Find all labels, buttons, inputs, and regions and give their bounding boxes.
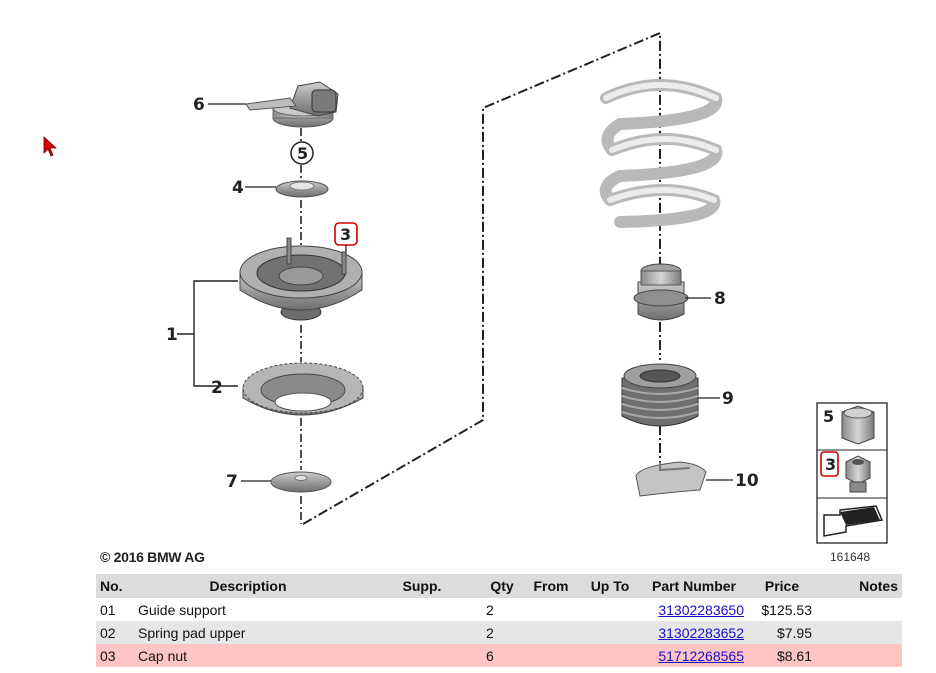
row-no: 01 (96, 598, 134, 621)
mouse-pointer-icon (43, 136, 58, 157)
col-header-up-to: Up To (580, 574, 640, 598)
legend-callout-5: 5 (823, 407, 834, 426)
part-number-link[interactable]: 31302283650 (658, 601, 744, 618)
callout-8: 8 (714, 289, 726, 309)
row-description: Spring pad upper (134, 621, 362, 644)
col-header-part-number: Part Number (640, 574, 748, 598)
col-header-notes: Notes (816, 574, 902, 598)
callout-7: 7 (226, 472, 238, 492)
callout-10: 10 (735, 471, 759, 491)
row-qty: 6 (482, 644, 522, 667)
row-description: Guide support (134, 598, 362, 621)
col-header-qty: Qty (482, 574, 522, 598)
row-notes (816, 598, 902, 621)
part-6-sensor-cap (245, 81, 339, 128)
part-10-spring-pad-lower (635, 461, 707, 497)
row-from (522, 598, 580, 621)
row-no: 03 (96, 644, 134, 667)
row-qty: 2 (482, 621, 522, 644)
callout-1: 1 (166, 325, 178, 345)
parts-diagram: 6 5 4 3 1 2 7 (43, 8, 902, 544)
callout-9: 9 (722, 389, 734, 409)
callout-4: 4 (232, 178, 244, 198)
diagram-number: 161648 (830, 550, 871, 564)
col-header-supp: Supp. (362, 574, 482, 598)
dash-divider-line (302, 31, 661, 525)
row-from (522, 621, 580, 644)
part-4-washer (275, 180, 329, 198)
callout-2: 2 (211, 378, 223, 398)
row-from (522, 644, 580, 667)
part-number-link[interactable]: 31302283652 (658, 624, 744, 641)
part-7-washer (270, 471, 332, 493)
row-supp (362, 644, 482, 667)
col-header-from: From (522, 574, 580, 598)
row-supp (362, 621, 482, 644)
row-price: $8.61 (748, 644, 816, 667)
row-supp (362, 598, 482, 621)
legend-box: 5 3 (816, 402, 888, 544)
row-notes (816, 621, 902, 644)
col-header-price: Price (748, 574, 816, 598)
row-up-to (580, 621, 640, 644)
row-up-to (580, 644, 640, 667)
row-price: $7.95 (748, 621, 816, 644)
callout-5-circle (290, 141, 314, 165)
legend-callout-3: 3 (825, 455, 836, 474)
row-description: Cap nut (134, 644, 362, 667)
row-qty: 2 (482, 598, 522, 621)
callout-5: 5 (297, 144, 308, 163)
part-1-guide-support (239, 237, 363, 321)
row-notes (816, 644, 902, 667)
row-no: 02 (96, 621, 134, 644)
callout-6: 6 (193, 95, 205, 115)
callout-3: 3 (340, 225, 351, 244)
part-9-dust-boot (621, 363, 699, 427)
part-number-link[interactable]: 51712268565 (658, 647, 744, 664)
copyright-notice: © 2016 BMW AG (100, 549, 205, 565)
table-header-row: No. Description Supp. Qty From Up To Par… (96, 574, 902, 598)
row-price: $125.53 (748, 598, 816, 621)
table-row-selected[interactable]: 03 Cap nut 6 51712268565 $8.61 (96, 644, 902, 667)
col-header-no: No. (96, 574, 134, 598)
table-row[interactable]: 01 Guide support 2 31302283650 $125.53 (96, 598, 902, 621)
row-up-to (580, 598, 640, 621)
col-header-description: Description (134, 574, 362, 598)
diagram-panel (96, 8, 902, 543)
table-row[interactable]: 02 Spring pad upper 2 31302283652 $7.95 (96, 621, 902, 644)
parts-table: No. Description Supp. Qty From Up To Par… (96, 574, 902, 667)
part-2-spring-pad (242, 362, 364, 416)
part-8-bump-stop (633, 263, 689, 321)
